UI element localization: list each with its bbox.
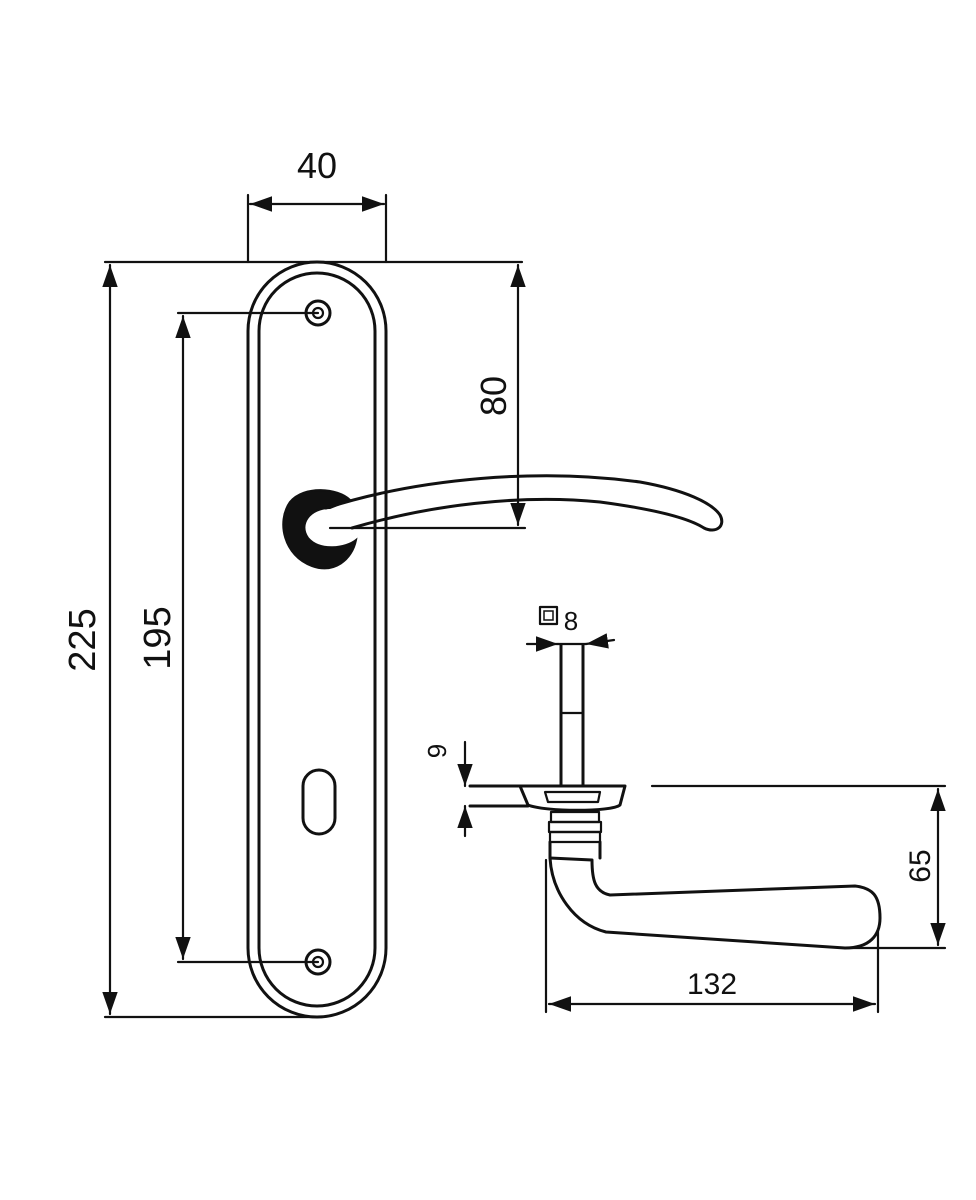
dimension-plate-height: 225: [62, 260, 524, 1019]
label-rose-thickness: 9: [422, 744, 452, 758]
label-spindle-square: 8: [564, 606, 578, 636]
dimension-handle-projection: 132: [544, 858, 880, 1014]
dimension-rose-thickness: 9: [422, 740, 473, 838]
neck-rings: [547, 810, 603, 860]
back-plate-inner: [257, 271, 377, 1008]
dimension-handle-offset: 80: [328, 263, 527, 530]
lever-boss: [282, 489, 358, 570]
rose-inner: [543, 790, 602, 804]
square-symbol-icon: [538, 605, 559, 626]
handle-side-view: [468, 643, 882, 950]
dimension-handle-height: 65: [650, 784, 947, 950]
label-plate-width: 40: [297, 145, 337, 186]
back-plate-edge: [468, 784, 530, 808]
rose-plate: [518, 784, 627, 812]
label-plate-height: 225: [62, 608, 104, 671]
lever-front-view: [282, 474, 724, 570]
label-handle-projection: 132: [687, 968, 737, 1001]
back-plate-outer: [246, 260, 388, 1019]
keyhole-slot: [301, 768, 337, 836]
dimension-spindle-square: 8: [525, 605, 616, 652]
spindle: [559, 643, 585, 787]
label-handle-height: 65: [904, 849, 937, 882]
back-plate-front-view: [246, 260, 388, 1019]
lever-side-profile: [548, 856, 882, 950]
label-handle-offset: 80: [473, 376, 514, 416]
label-screw-spacing: 195: [137, 606, 179, 669]
dimension-plate-width: 40: [246, 145, 388, 264]
dimension-screw-spacing: 195: [137, 311, 320, 964]
